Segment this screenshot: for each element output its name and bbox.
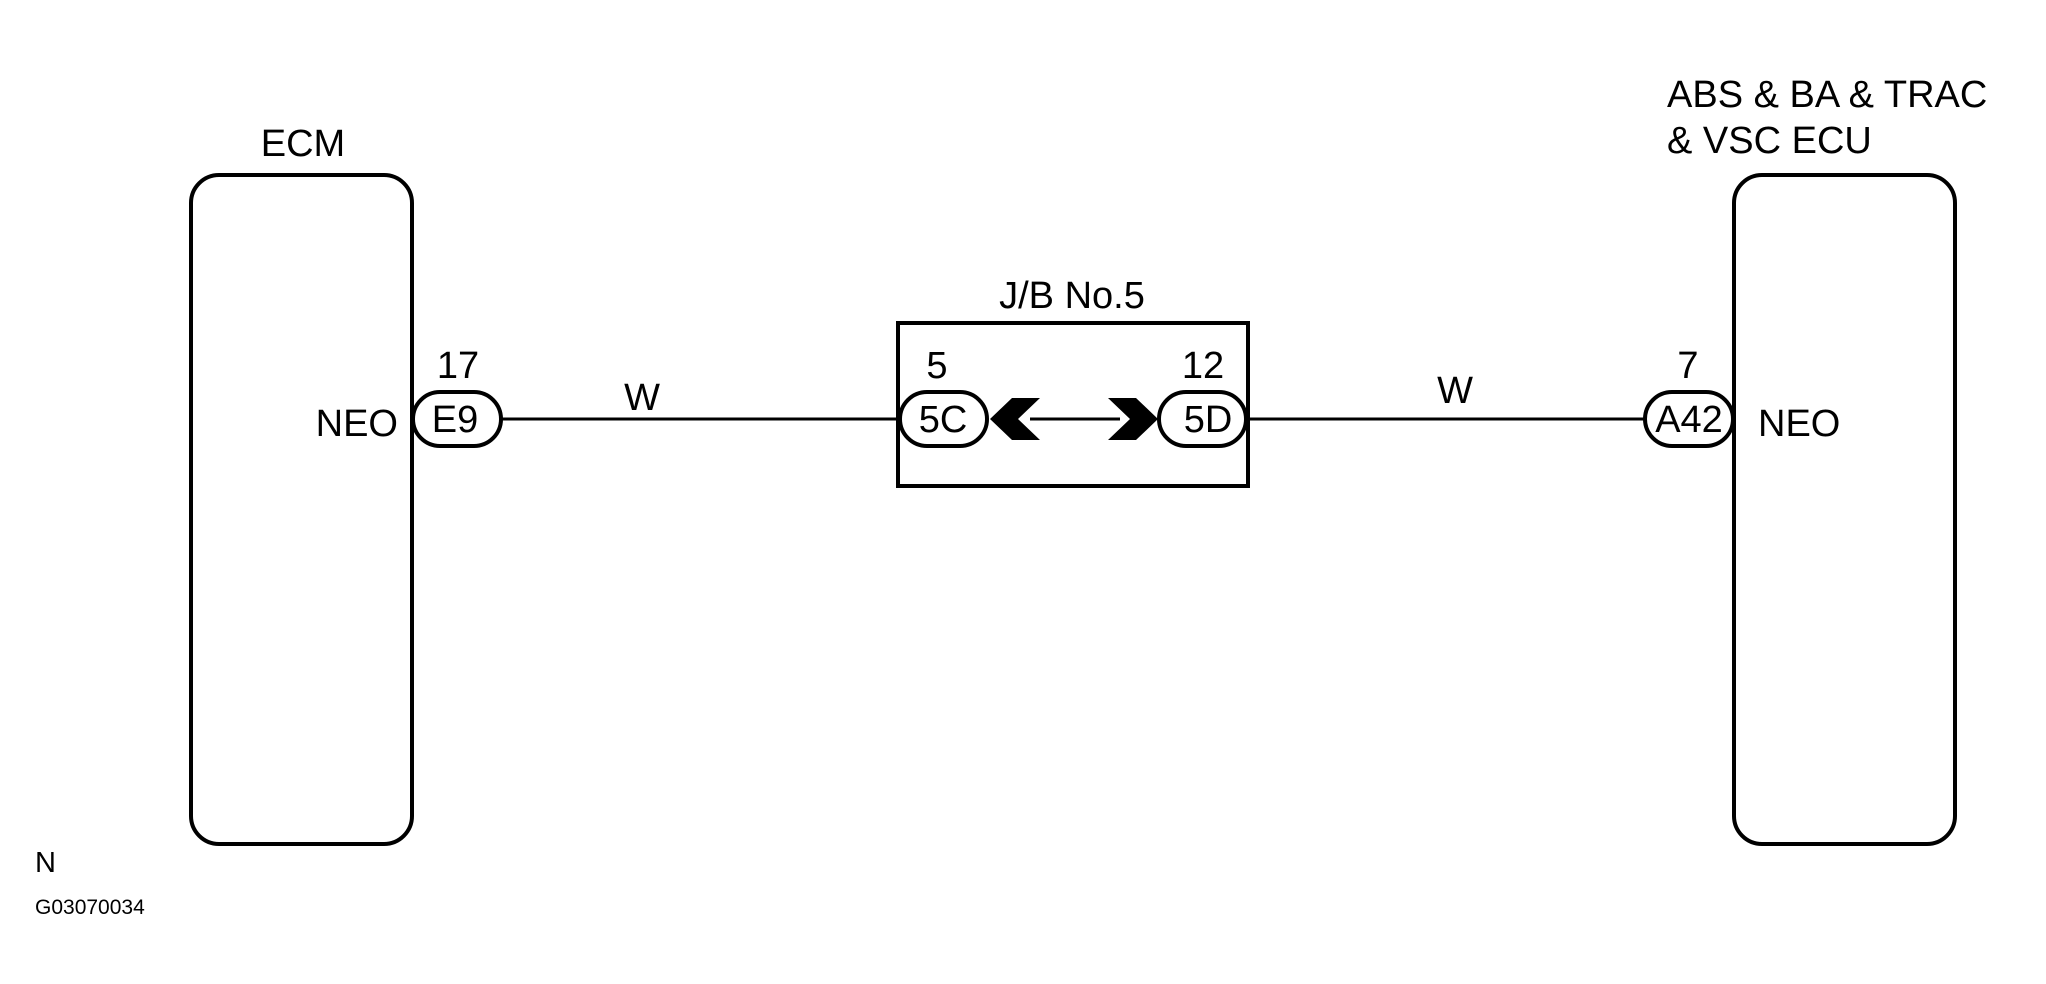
- connector-5d: [1157, 390, 1248, 448]
- junction-arrow-right-icon: [1108, 398, 1158, 440]
- abs-ecu-signal-label: NEO: [1758, 403, 1840, 445]
- connector-5c-code: 5C: [919, 399, 968, 441]
- abs-ecu-label-line1: ABS & BA & TRAC: [1667, 74, 1987, 116]
- junction-block-label: J/B No.5: [999, 275, 1145, 317]
- footer-mark: N: [35, 847, 56, 879]
- connector-a42: [1643, 390, 1735, 448]
- connector-a42-code: A42: [1655, 399, 1723, 441]
- connector-5d-pin: 12: [1182, 345, 1224, 387]
- connector-5c: [898, 390, 989, 448]
- figure-id: G03070034: [35, 896, 145, 919]
- wire-color-right: W: [1437, 370, 1473, 412]
- connector-e9-pin: 17: [437, 345, 479, 387]
- connector-e9-code: E9: [432, 399, 478, 441]
- abs-ecu-block: [1732, 173, 1957, 846]
- ecm-label: ECM: [261, 123, 345, 165]
- junction-block: [896, 321, 1250, 488]
- ecm-block: [189, 173, 414, 846]
- connector-e9: [411, 390, 503, 448]
- connector-a42-pin: 7: [1677, 345, 1698, 387]
- connector-5d-code: 5D: [1184, 399, 1233, 441]
- ecm-signal-label: NEO: [316, 403, 398, 445]
- connector-5c-pin: 5: [926, 345, 947, 387]
- abs-ecu-label-line2: & VSC ECU: [1667, 120, 1872, 162]
- wire-color-left: W: [624, 377, 660, 419]
- junction-arrow-left-icon: [990, 398, 1040, 440]
